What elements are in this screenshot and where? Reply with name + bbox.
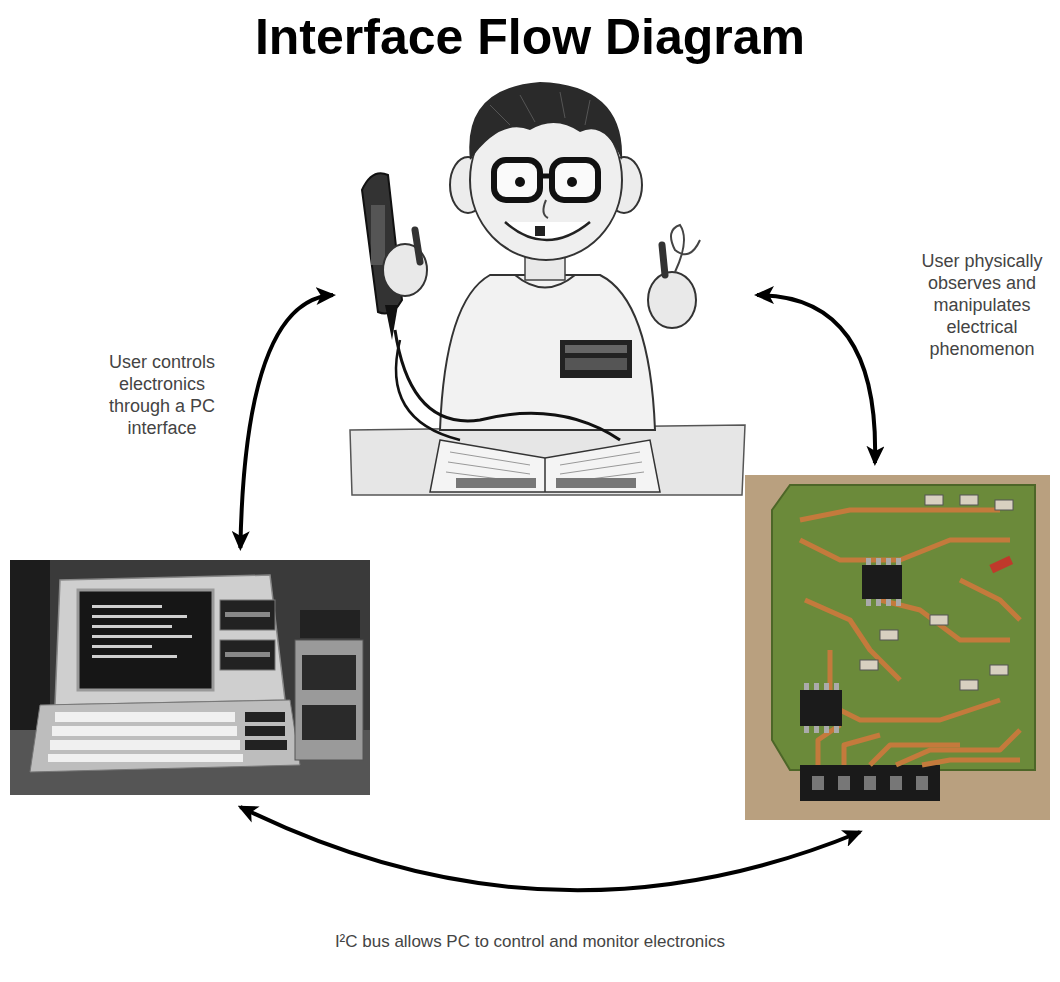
computer-photo <box>10 560 370 795</box>
pcb-photo <box>745 475 1050 820</box>
kid-illustration <box>350 82 745 495</box>
curved-arrow <box>757 295 875 463</box>
diagram-title: Interface Flow Diagram <box>0 8 1060 66</box>
picture-node <box>345 75 745 495</box>
arrow-label: User physically observes and manipulates… <box>907 251 1057 361</box>
curved-arrow <box>240 807 860 890</box>
picture-node <box>10 560 370 795</box>
arrow-label: User controls electronics through a PC i… <box>87 352 237 440</box>
curved-arrow <box>240 295 333 548</box>
arrow-label: I²C bus allows PC to control and monitor… <box>335 932 725 953</box>
picture-node <box>745 475 1050 820</box>
